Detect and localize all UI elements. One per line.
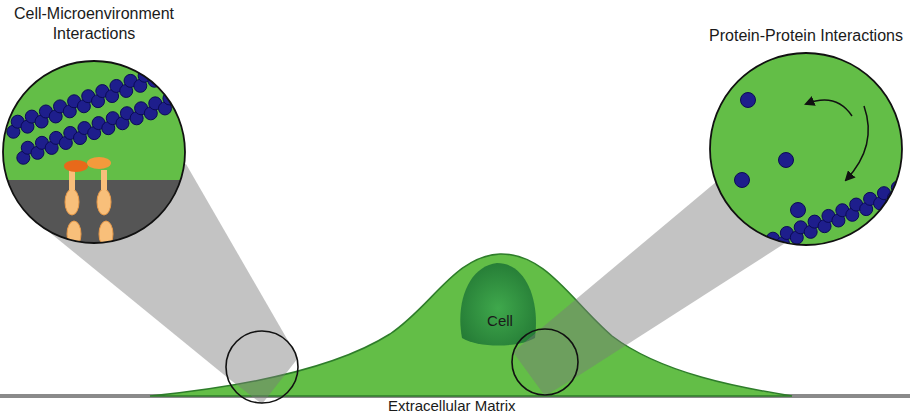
integrin-stalk bbox=[69, 170, 75, 190]
actin-monomer bbox=[791, 203, 806, 218]
actin-bead bbox=[901, 186, 903, 199]
cell-body: Cell bbox=[145, 240, 800, 400]
actin-monomer bbox=[741, 93, 756, 108]
actin-bead bbox=[166, 60, 179, 72]
inset-heading: Cell-Microenvironment Interactions bbox=[0, 4, 192, 44]
actin-bead bbox=[739, 244, 752, 246]
integrin-head bbox=[87, 157, 111, 169]
integrin-head bbox=[64, 160, 88, 172]
actin-monomer bbox=[779, 153, 794, 168]
actin-bead bbox=[176, 64, 186, 77]
cell-label: Cell bbox=[470, 311, 530, 331]
cell-body-shape bbox=[145, 240, 800, 400]
matrix-region bbox=[2, 180, 186, 244]
actin-bead bbox=[763, 242, 776, 246]
zoom-inset-shape bbox=[2, 60, 186, 244]
nucleus bbox=[460, 263, 536, 346]
matrix-label: Extracellular Matrix bbox=[388, 398, 516, 414]
inset-outline bbox=[3, 61, 185, 243]
inset-content bbox=[2, 60, 186, 244]
actin-bead bbox=[152, 64, 165, 77]
exchange-arrow bbox=[806, 100, 852, 116]
exchange-arrow bbox=[846, 106, 868, 180]
integrin-stalk bbox=[101, 170, 107, 190]
inset-heading: Protein-Protein Interactions bbox=[703, 26, 909, 46]
cytoplasm bbox=[709, 52, 903, 246]
zoom-inset: Protein-Protein Interactions bbox=[709, 52, 903, 246]
actin-bead bbox=[180, 60, 186, 67]
zoom-inset: Cell-Microenvironment Interactions bbox=[2, 60, 186, 244]
integrin-leg bbox=[65, 189, 79, 215]
actin-monomer bbox=[735, 173, 750, 188]
zoom-inset-shape bbox=[709, 52, 903, 246]
cell-outline bbox=[150, 254, 792, 396]
integrin-leg bbox=[97, 189, 111, 215]
inset-outline bbox=[710, 53, 902, 245]
actin-bead bbox=[177, 87, 186, 100]
actin-bead bbox=[162, 69, 175, 82]
inset-content bbox=[709, 52, 903, 246]
actin-bead bbox=[753, 238, 766, 246]
